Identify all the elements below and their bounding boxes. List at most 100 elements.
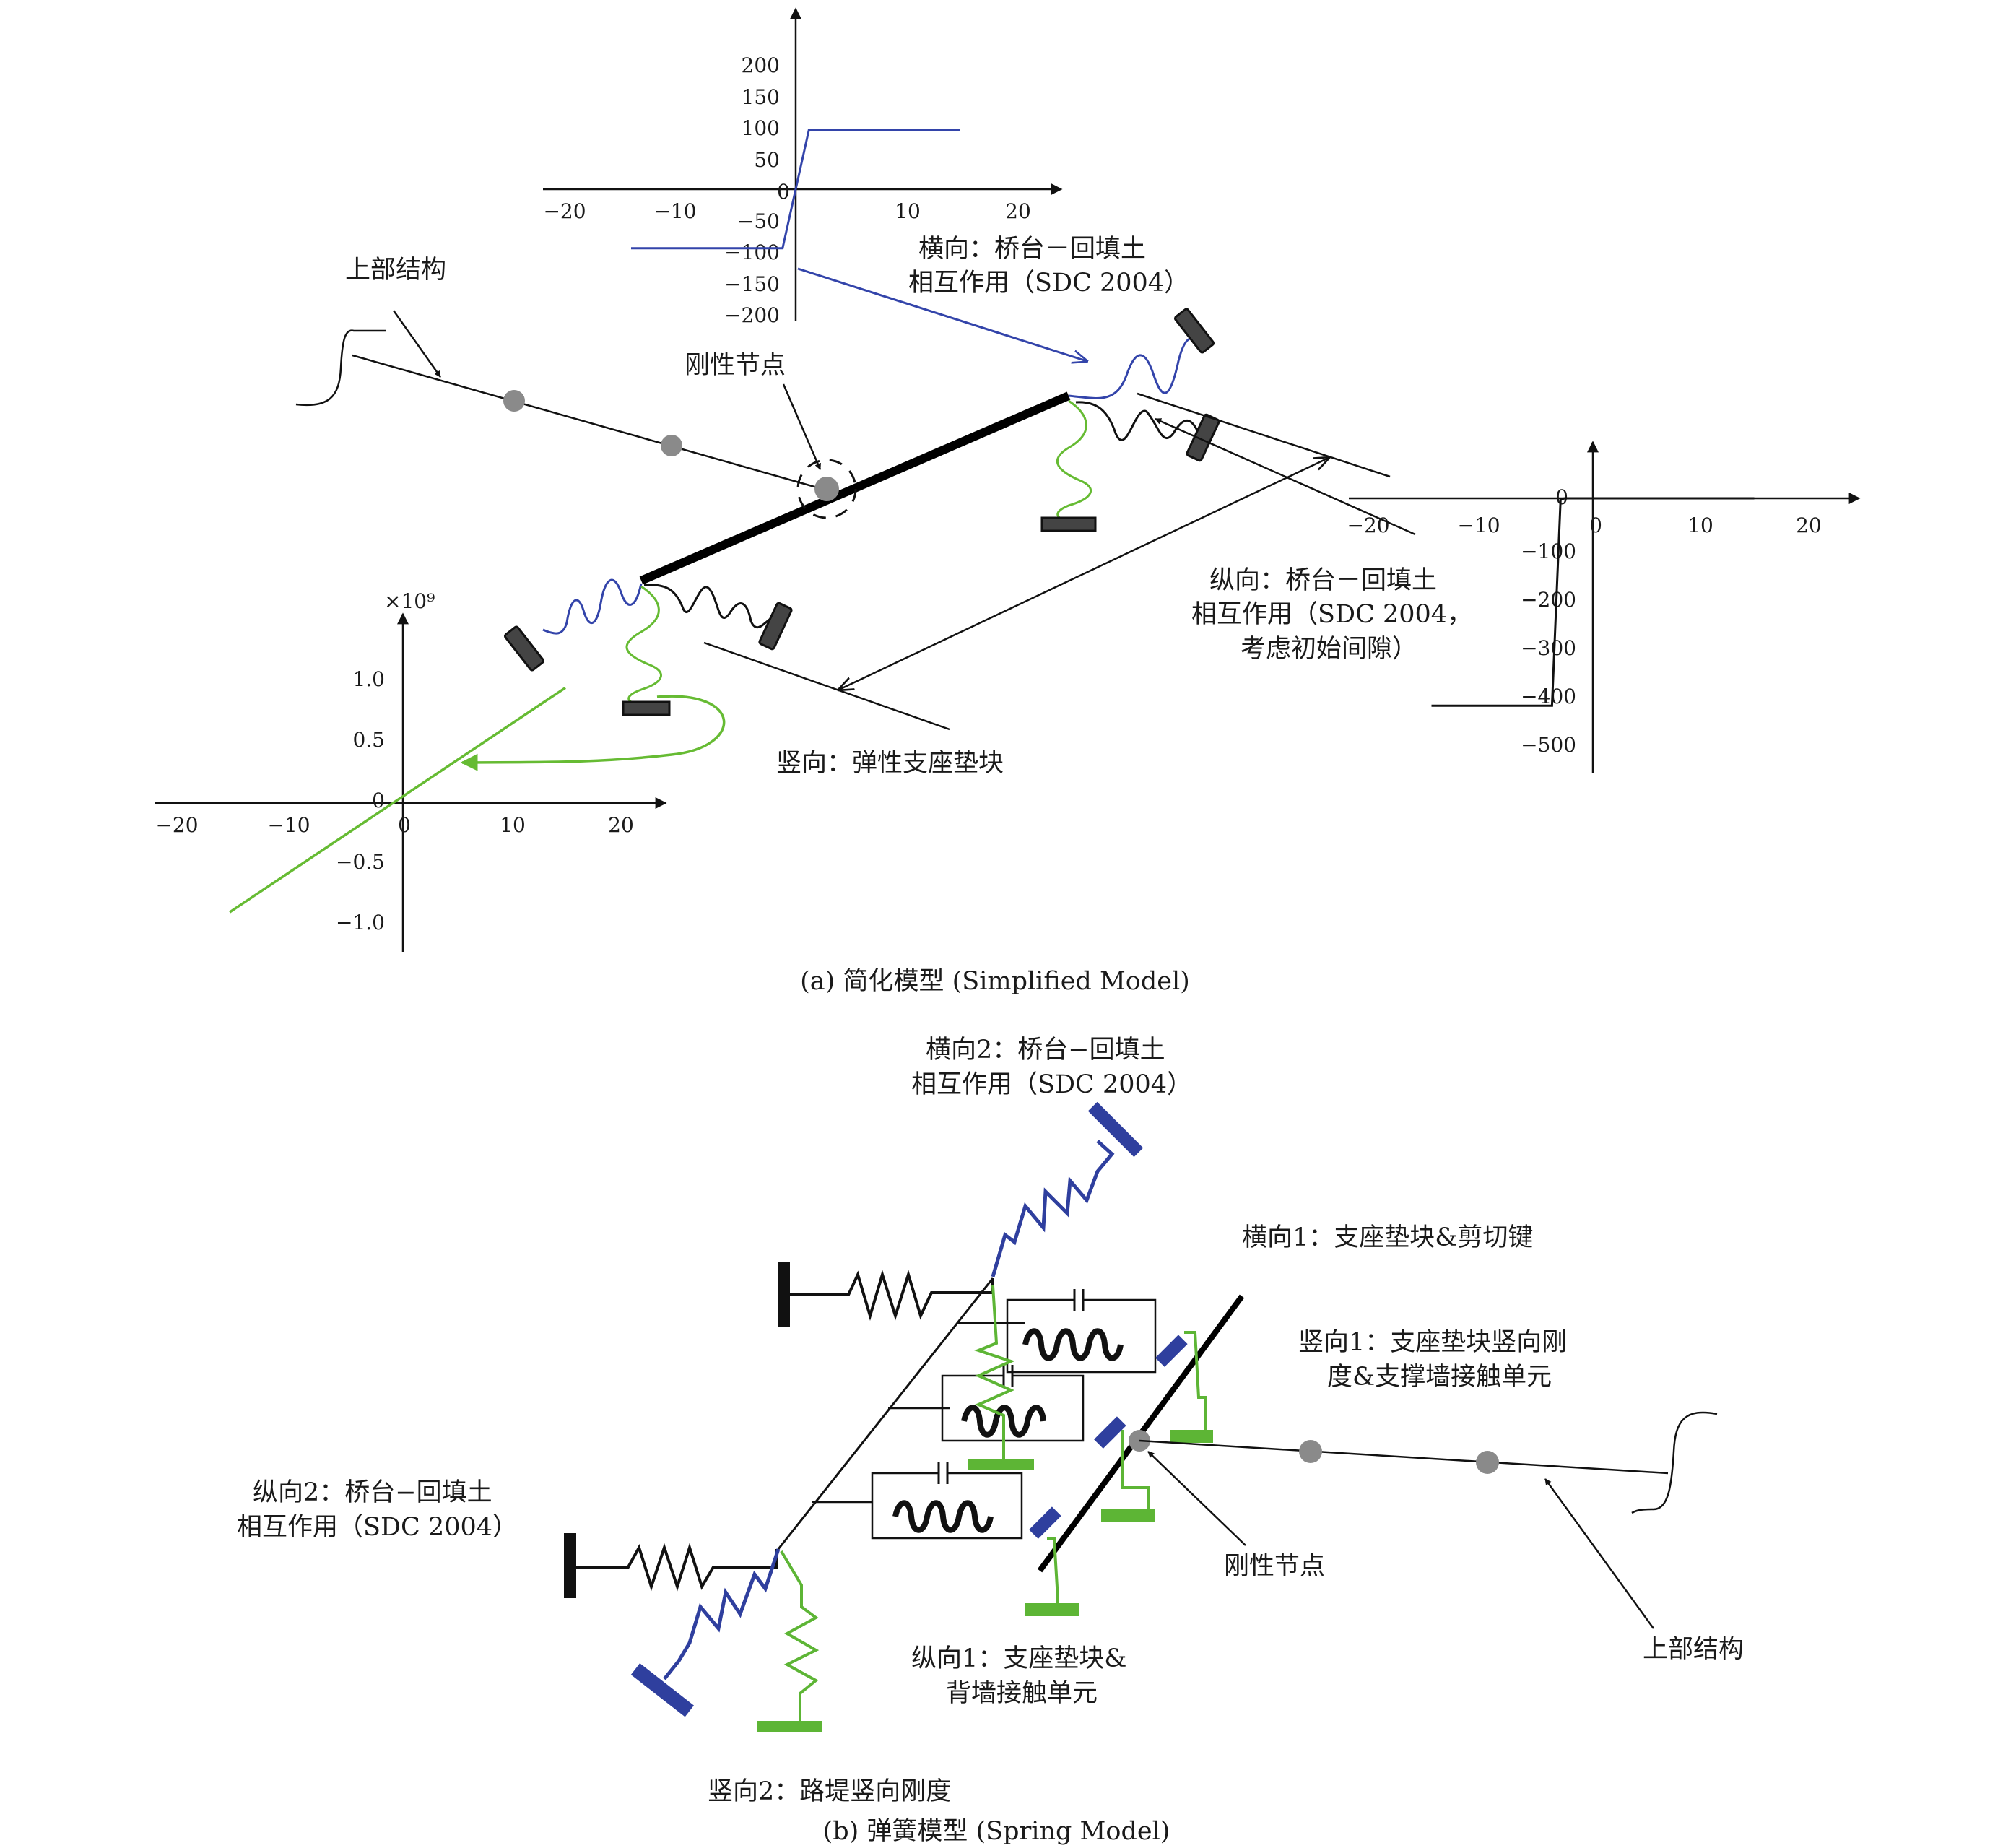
y-tick: −200 [1521,588,1576,612]
x-tick: −20 [543,199,586,223]
simplified-model [295,267,1416,771]
superstructure-leader [392,310,442,378]
anchor-block [1173,308,1215,354]
y-tick: −400 [1521,685,1576,708]
y-tick: −1.0 [336,911,385,934]
rigid-node [814,477,839,501]
chart-vertical: ×10⁹ −20 −10 0 10 20 1.0 0.5 0 −0.5 −1.0 [155,589,667,952]
transverse-spring-left [542,578,643,635]
x-tick: −10 [653,199,696,223]
abutment-rigid-bar [639,391,1071,585]
x-tick: −10 [1457,513,1500,537]
anchor-plate [564,1533,576,1598]
y-tick: 1.0 [352,667,385,691]
deck-node [1476,1451,1499,1474]
label-transverse2-2: 相互作用（SDC 2004） [911,1070,1192,1099]
label-superstructure: 上部结构 [1643,1635,1744,1664]
anchor-block [622,700,671,716]
label-superstructure: 上部结构 [345,256,446,285]
transverse-spring-bottom [663,1548,781,1680]
caption-a: (a) 简化模型 (Simplified Model) [800,967,1190,996]
longitudinal-spring-top [789,1270,994,1321]
longitudinal2-spring [574,1543,778,1592]
caption-b: (b) 弹簧模型 (Spring Model) [823,1817,1170,1846]
y-tick: −100 [724,240,780,264]
anchor-plate [1170,1430,1213,1443]
label-longitudinal-2: 相互作用（SDC 2004， [1191,600,1472,629]
y-tick: −150 [724,272,780,296]
superstructure-break [1631,1411,1718,1514]
bearing-spring [974,1285,1015,1462]
y-tick: 0 [372,789,385,812]
longitudinal-leader [1155,417,1416,536]
label-vertical: 竖向：弹性支座垫块 [776,749,1004,778]
vertical-spring-left [625,585,662,706]
gap-element [941,1374,1085,1442]
y-tick: −50 [737,209,780,233]
y-tick: −300 [1521,636,1576,660]
x-tick: 10 [895,199,921,223]
longitudinal-spring-right [1075,401,1200,441]
anchor-plate [1025,1603,1079,1616]
label-longitudinal2-1: 纵向2：桥台−回填土 [253,1478,492,1507]
longitudinal-spring-left [643,584,773,629]
anchor-block [503,625,545,672]
y-tick: 0 [1555,485,1568,509]
y-tick: 100 [742,116,780,140]
y-tick: 50 [754,148,780,172]
vertical-curve-arrow [460,695,726,771]
label-transverse-1: 横向：桥台－回填土 [918,235,1146,264]
shear-key-block [1155,1335,1188,1367]
anchor-plate [1087,1101,1144,1158]
label-longitudinal-3: 考虑初始间隙） [1241,635,1417,664]
transverse-spring-right [1068,337,1204,399]
label-vertical2: 竖向2：路堤竖向刚度 [708,1777,951,1806]
anchor-block [1040,516,1097,532]
y-tick: −500 [1521,733,1576,757]
label-transverse-2: 相互作用（SDC 2004） [908,269,1189,298]
rigid-node-leader [782,383,822,470]
series-line [631,129,960,250]
label-longitudinal2-2: 相互作用（SDC 2004） [237,1513,518,1542]
superstructure-leader [1544,1478,1655,1629]
x-tick: 10 [1687,513,1713,537]
x-tick: −20 [1347,513,1389,537]
label-transverse1: 横向1：支座垫块&剪切键 [1242,1223,1533,1252]
bearing-spring [1121,1430,1150,1513]
vertical-spring-right [1056,399,1092,521]
y-tick: 0.5 [352,728,385,752]
anchor-plate [757,1721,822,1732]
deck-node [1299,1440,1322,1463]
label-longitudinal-1: 纵向：桥台－回填土 [1209,566,1437,595]
gap-line [1137,392,1391,478]
series-line [1431,497,1755,707]
contact-spring [961,1405,1046,1438]
vertical2-spring [780,1550,820,1726]
contact-spring [1022,1328,1124,1361]
bearing-spring [1047,1537,1059,1607]
contact-spring [892,1500,994,1533]
shear-key-block [1094,1416,1126,1449]
superstructure-line [1139,1439,1669,1475]
exponent-label: ×10⁹ [384,589,435,613]
rigid-node-leader [1147,1451,1246,1546]
anchor-plate [778,1262,790,1327]
series-line [229,686,566,914]
y-tick: −200 [724,303,780,327]
panel-b: 横向2：桥台−回填土 相互作用（SDC 2004） 横向1：支座垫块&剪切键 竖… [237,1036,1744,1846]
deck-node [661,435,682,456]
y-tick: 200 [742,53,780,77]
x-tick: 20 [1005,199,1031,223]
x-tick: 20 [1796,513,1822,537]
bearing-spring [1184,1331,1207,1433]
y-tick: −100 [1521,539,1576,563]
anchor-plate [630,1663,694,1717]
x-tick: 10 [500,813,526,837]
x-tick: −10 [267,813,310,837]
anchor-plate [1101,1509,1155,1522]
y-tick: 150 [742,85,780,109]
label-rigid-node: 刚性节点 [1224,1552,1325,1581]
label-vertical1-2: 度&支撑墙接触单元 [1327,1363,1552,1392]
anchor-block [758,602,793,651]
